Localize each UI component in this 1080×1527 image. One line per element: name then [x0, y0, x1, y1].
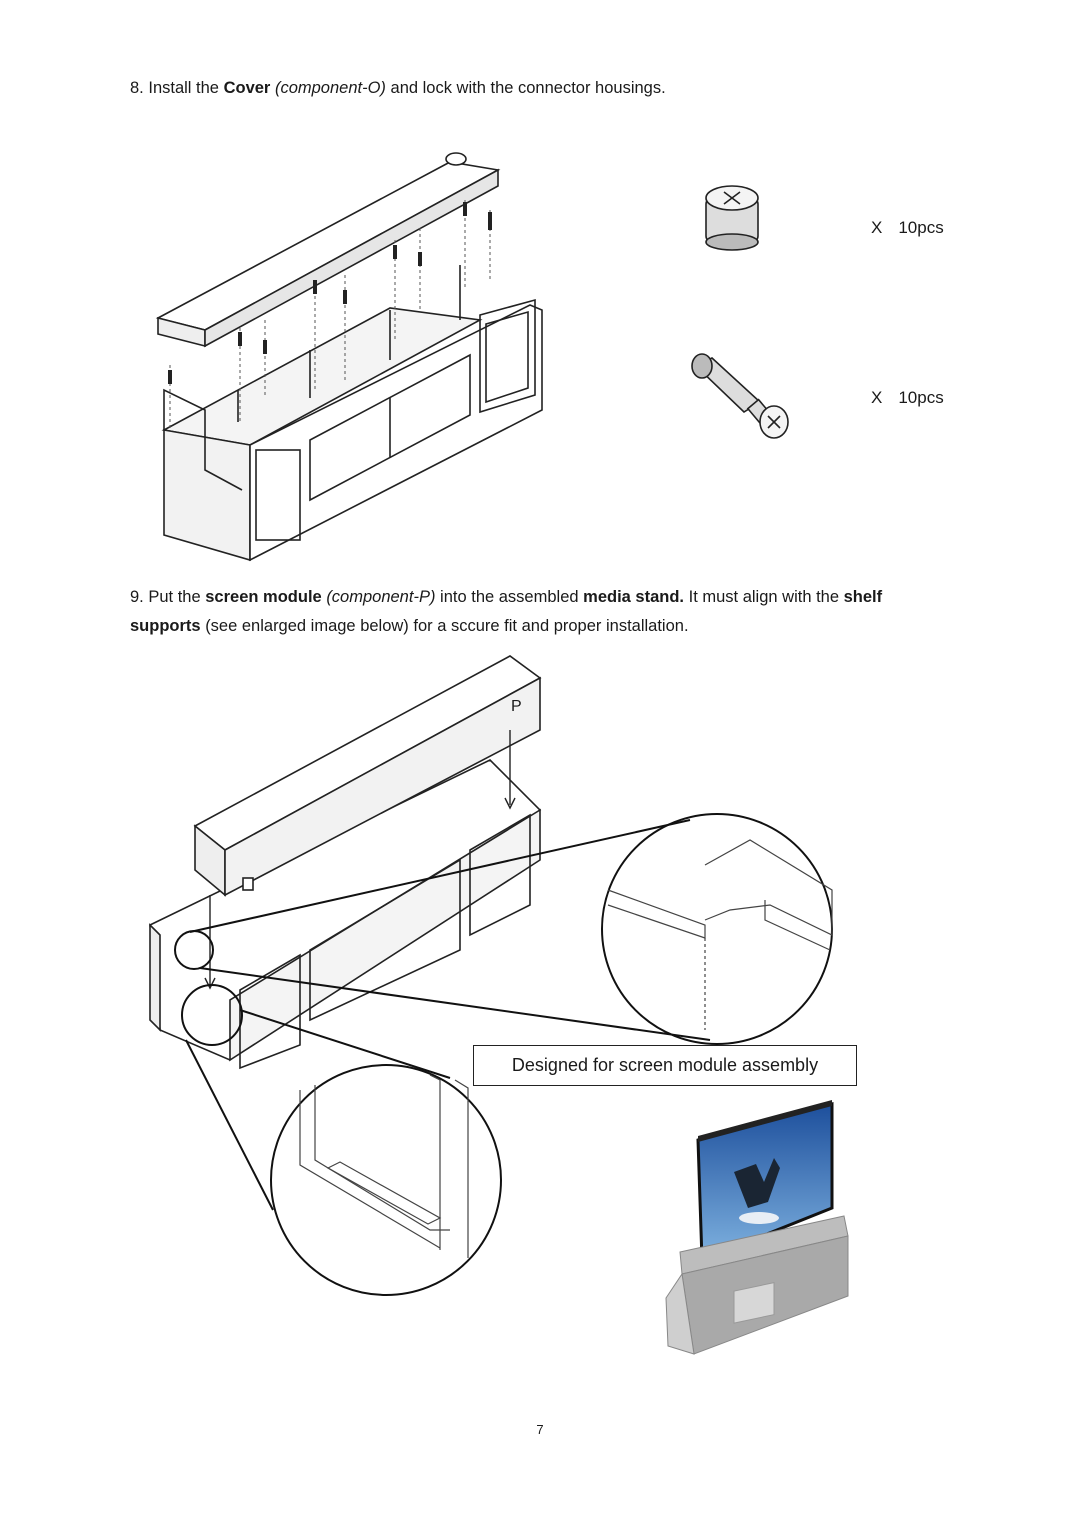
step-number: 8. [130, 79, 144, 97]
connector-bolt-icon [691, 353, 789, 439]
cam-lock-icon [705, 185, 759, 251]
component-id: (component-P) [326, 588, 436, 606]
component-p-label: P [511, 698, 522, 715]
cover-assembly-drawing [155, 152, 543, 562]
screen-product-image [665, 1100, 849, 1355]
component-id: (component-O) [274, 79, 386, 97]
page-number: 7 [536, 1422, 544, 1437]
component-name: screen module [205, 588, 322, 606]
component-name: Cover [223, 79, 271, 97]
screen-module-drawing [149, 655, 833, 1296]
step-9-instruction: 9. Put the screen module (component-P) i… [130, 588, 883, 635]
caption-box: Designed for screen module assembly [473, 1045, 857, 1086]
step-number: 9. [130, 588, 144, 606]
step-8-instruction: 8. Install the Cover (component-O) and l… [130, 79, 666, 97]
